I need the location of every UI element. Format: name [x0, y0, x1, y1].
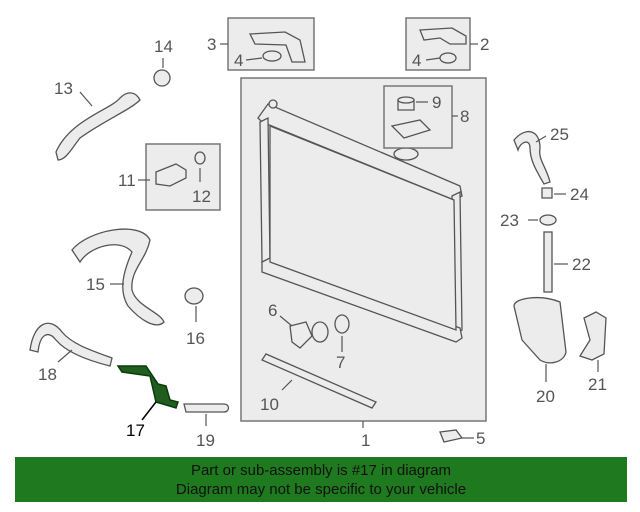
- pipe-17-highlighted[interactable]: [116, 365, 179, 409]
- hose-19-shape[interactable]: [183, 403, 230, 413]
- cap-23-shape[interactable]: [539, 214, 557, 226]
- callout-13: 13: [54, 79, 73, 98]
- seal-10-shape[interactable]: [261, 353, 377, 409]
- bracket-3-shape: [248, 31, 306, 63]
- drain-plug-11-shape: [155, 163, 187, 187]
- callout-12: 12: [192, 187, 211, 206]
- callout-7: 7: [336, 353, 345, 372]
- callout-23: 23: [500, 211, 519, 230]
- cap-8-shape: [390, 119, 432, 139]
- reservoir-20-shape[interactable]: [513, 296, 567, 364]
- callout-24: 24: [570, 185, 589, 204]
- washer-12-shape: [194, 151, 206, 165]
- leader-4a: [245, 57, 263, 61]
- hose-18-shape[interactable]: [29, 322, 113, 367]
- callout-4a: 4: [234, 51, 243, 70]
- part-8-cap-group[interactable]: [383, 85, 458, 149]
- hose-15-shape[interactable]: [71, 228, 165, 326]
- radiator-mount-pin: [268, 99, 278, 109]
- leader-17: [141, 401, 157, 421]
- cap-5-shape[interactable]: [439, 429, 464, 443]
- callout-18: 18: [38, 365, 57, 384]
- callout-15: 15: [86, 275, 105, 294]
- leader-10: [281, 379, 293, 391]
- callout-16: 16: [186, 329, 205, 348]
- oring-7-shape[interactable]: [334, 314, 350, 334]
- leader-25: [535, 135, 547, 143]
- clamp-16-shape[interactable]: [184, 287, 204, 305]
- hose-13-shape[interactable]: [55, 92, 141, 161]
- banner-line-2: Diagram may not be specific to your vehi…: [175, 481, 467, 498]
- callout-4b: 4: [412, 51, 421, 70]
- callout-3: 3: [207, 35, 216, 54]
- clip-24-shape[interactable]: [541, 187, 553, 199]
- part-2-bracket-group[interactable]: [405, 17, 478, 71]
- callout-1: 1: [361, 431, 370, 450]
- outlet-6-flange: [311, 321, 329, 343]
- callout-21: 21: [588, 375, 607, 394]
- leader-4b: [425, 57, 441, 61]
- leader-18: [57, 349, 73, 363]
- radiator-left-side: [259, 116, 271, 263]
- callout-20: 20: [536, 387, 555, 406]
- part-3-bracket-group[interactable]: [220, 17, 315, 71]
- info-banner: Part or sub-assembly is #17 in diagram D…: [15, 457, 627, 502]
- grommet-4-shape: [262, 50, 282, 62]
- part-8-box: [383, 85, 453, 149]
- bracket-2-shape: [419, 27, 467, 45]
- radiator-cap: [393, 147, 419, 161]
- callout-5: 5: [476, 429, 485, 448]
- callout-22: 22: [572, 255, 591, 274]
- callout-14: 14: [154, 37, 173, 56]
- hose-25-shape[interactable]: [513, 130, 551, 185]
- callout-6: 6: [268, 301, 277, 320]
- callout-17-highlighted: 17: [126, 421, 145, 440]
- clamp-14-shape[interactable]: [153, 69, 171, 87]
- outlet-6-shape[interactable]: [289, 321, 313, 349]
- cap-9-top: [397, 96, 415, 104]
- callout-9: 9: [432, 93, 441, 112]
- banner-line-1: Part or sub-assembly is #17 in diagram: [190, 462, 452, 479]
- bracket-21-shape[interactable]: [579, 311, 607, 361]
- grommet-4b-shape: [439, 52, 457, 64]
- callout-11: 11: [118, 171, 136, 190]
- callout-25: 25: [550, 125, 569, 144]
- leader-13: [79, 91, 93, 107]
- callout-19: 19: [196, 431, 215, 450]
- callout-10: 10: [260, 395, 279, 414]
- callout-8: 8: [460, 107, 469, 126]
- part-11-drain-group[interactable]: [138, 143, 221, 211]
- callout-2: 2: [480, 35, 489, 54]
- tube-22-shape[interactable]: [543, 231, 553, 293]
- radiator-core: [269, 125, 457, 331]
- leader-6: [279, 315, 293, 327]
